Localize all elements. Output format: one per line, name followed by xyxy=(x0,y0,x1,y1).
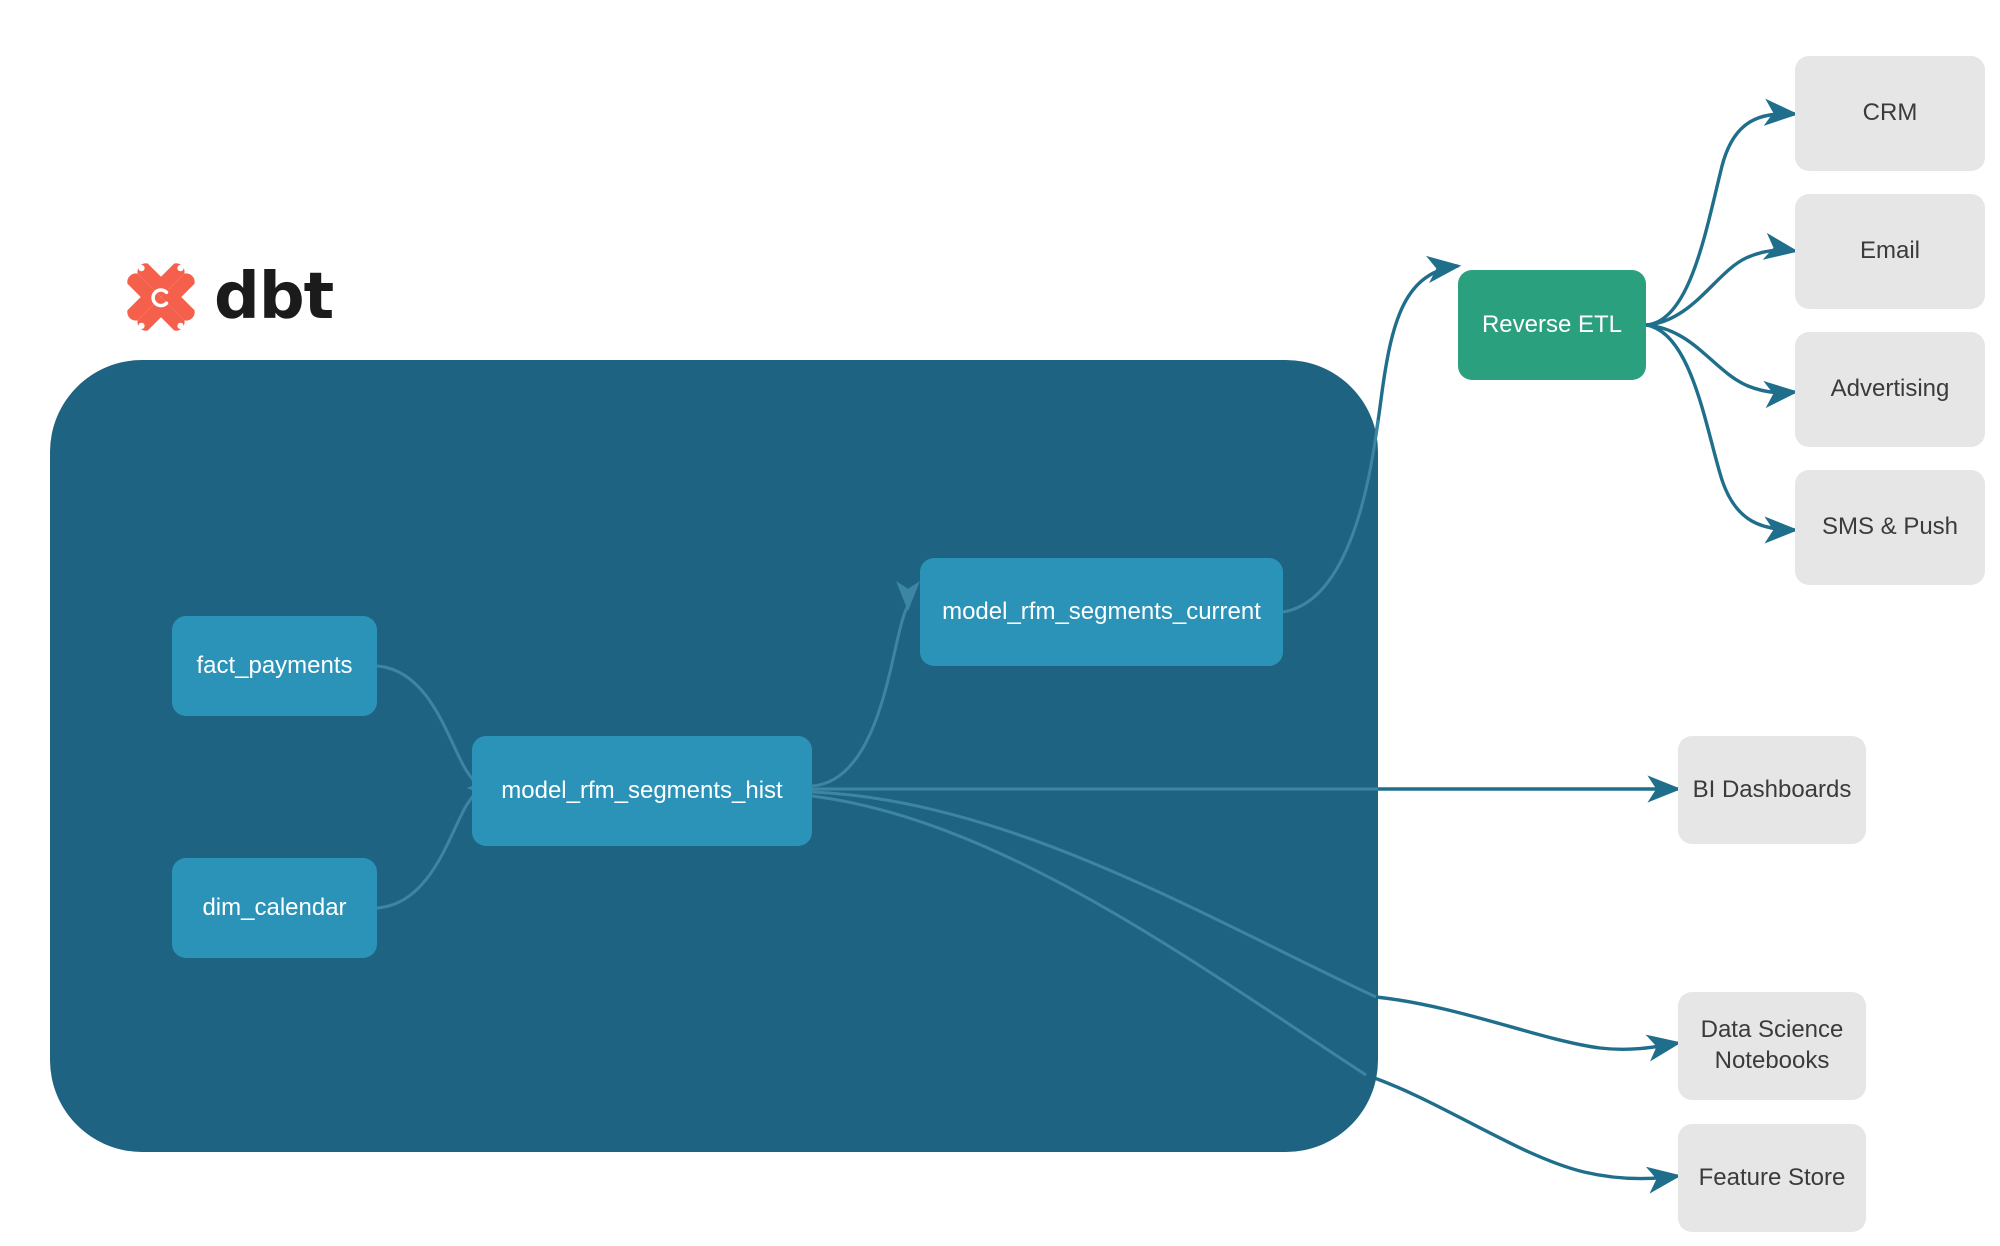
node-label: Reverse ETL xyxy=(1481,311,1623,338)
edge-hist-fs-inner xyxy=(811,794,1367,1077)
node-label: Email xyxy=(1859,237,1920,265)
node-advertising[interactable]: Advertising xyxy=(1795,332,1985,447)
node-crm[interactable]: CRM xyxy=(1795,56,1985,171)
edge-dim-calendar-to-hist xyxy=(376,776,498,910)
node-label: model_rfm_segments_current xyxy=(942,598,1261,625)
node-label: fact_payments xyxy=(196,652,353,679)
node-data-science-notebooks[interactable]: Data Science Notebooks xyxy=(1678,992,1866,1100)
edge-hist-ds-inner xyxy=(811,790,1377,999)
node-label: Advertising xyxy=(1830,375,1950,403)
node-label: CRM xyxy=(1862,99,1918,127)
edge-hist-to-current xyxy=(811,580,920,788)
node-label-line-2: Notebooks xyxy=(1714,1047,1830,1074)
node-feature-store[interactable]: Feature Store xyxy=(1678,1124,1866,1232)
node-fact-payments[interactable]: fact_payments xyxy=(172,616,377,716)
dbt-wordmark: dbt xyxy=(214,260,334,334)
node-label: model_rfm_segments_hist xyxy=(501,777,783,804)
dbt-logo-icon xyxy=(127,263,195,331)
edge-hist-to-feature-store xyxy=(1365,1073,1682,1194)
edge-reverse-etl-to-crm xyxy=(1645,98,1799,327)
node-sms-push[interactable]: SMS & Push xyxy=(1795,470,1985,585)
node-email[interactable]: Email xyxy=(1795,194,1985,309)
node-model-rfm-segments-hist[interactable]: model_rfm_segments_hist xyxy=(472,736,812,846)
dbt-logo: dbt xyxy=(122,258,334,336)
node-label-line-1: Data Science xyxy=(1700,1016,1844,1044)
node-model-rfm-segments-current[interactable]: model_rfm_segments_current xyxy=(920,558,1283,666)
edge-fact-payments-to-hist xyxy=(376,664,498,800)
edge-current-inner xyxy=(1282,419,1380,614)
edge-hist-to-data-science-notebooks xyxy=(1375,995,1682,1062)
node-label: Feature Store xyxy=(1698,1163,1846,1191)
edge-reverse-etl-to-email xyxy=(1645,232,1799,327)
node-bi-dashboards[interactable]: BI Dashboards xyxy=(1678,736,1866,844)
node-label: dim_calendar xyxy=(202,894,347,921)
node-dim-calendar[interactable]: dim_calendar xyxy=(172,858,377,958)
edge-reverse-etl-to-advertising xyxy=(1645,323,1799,409)
edge-reverse-etl-to-sms-push xyxy=(1645,323,1799,544)
node-reverse-etl[interactable]: Reverse ETL xyxy=(1458,270,1646,380)
node-label: BI Dashboards xyxy=(1692,775,1852,803)
node-label: SMS & Push xyxy=(1821,513,1959,541)
